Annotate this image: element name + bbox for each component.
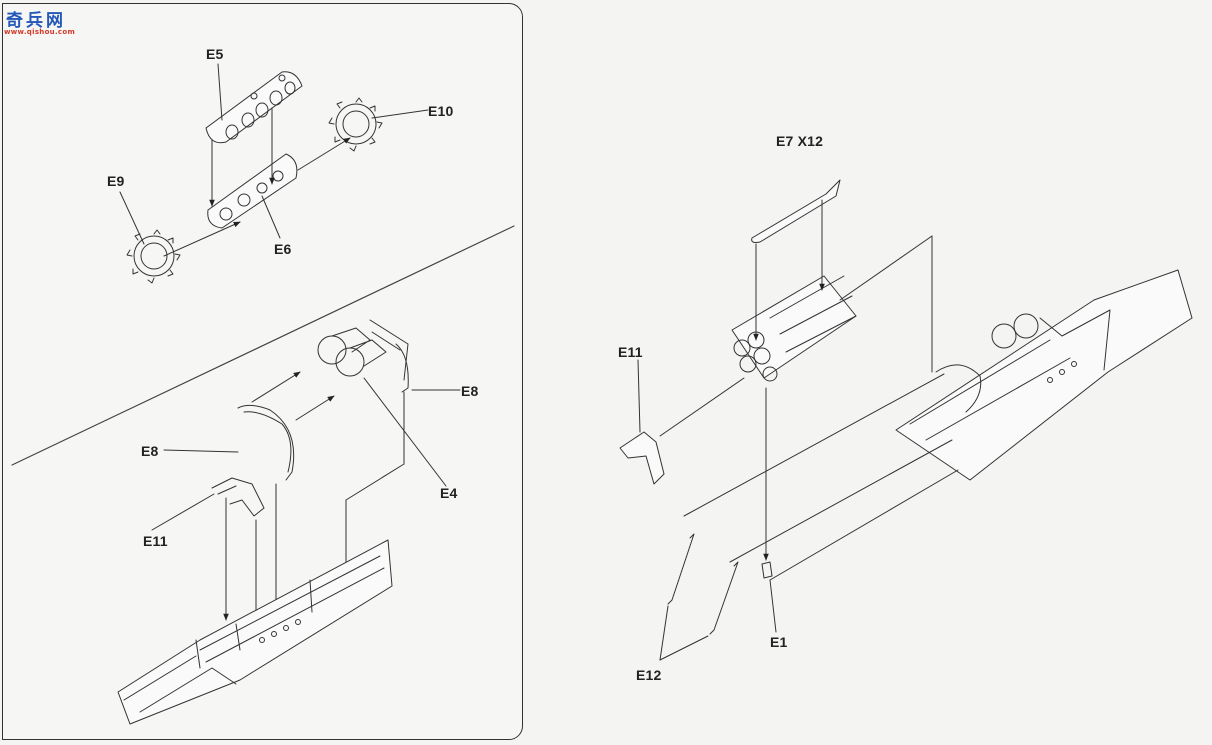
bracket-e11	[211, 477, 265, 517]
gear-ring-e9	[126, 229, 181, 284]
label-e11-left: E11	[143, 533, 168, 549]
site-watermark-logo: 奇兵网 www.qishou.com	[0, 0, 75, 40]
rocket-e7	[751, 179, 841, 243]
watermark-title: 奇兵网	[6, 11, 66, 31]
label-e1: E1	[770, 634, 788, 650]
label-e10: E10	[428, 103, 454, 119]
step-divider-line	[11, 225, 515, 466]
label-e4: E4	[440, 485, 458, 501]
label-e12: E12	[636, 667, 662, 683]
pin-e1	[761, 561, 773, 579]
label-e5: E5	[206, 46, 224, 62]
gear-ring-e10	[328, 97, 383, 152]
trailer-chassis-right	[895, 269, 1193, 481]
label-e6: E6	[274, 241, 292, 257]
rocket-pod-assembly	[731, 275, 857, 382]
frame-ring-e8	[237, 343, 409, 481]
barrel-housing-e6	[207, 153, 298, 229]
rod-e12	[667, 533, 739, 635]
ammo-drum-e4	[317, 319, 409, 381]
label-e7: E7 X12	[776, 133, 824, 149]
barrel-housing-e5	[205, 71, 303, 144]
bracket-e11-right	[619, 431, 665, 485]
label-e8-right: E8	[461, 383, 479, 399]
watermark-url: www.qishou.com	[4, 28, 76, 36]
label-e11-right: E11	[618, 344, 643, 360]
label-e8-left: E8	[141, 443, 159, 459]
label-e9: E9	[107, 173, 125, 189]
trailer-chassis	[117, 539, 393, 725]
